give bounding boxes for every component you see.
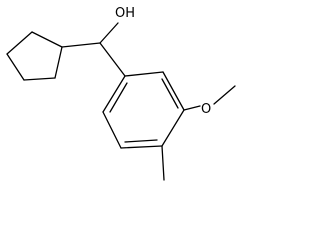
- ring-bond: [102, 111, 122, 149]
- bond-cyclopentyl-to-carbinol: [61, 42, 101, 48]
- bond-carbinol-to-ring: [99, 42, 126, 77]
- ring-bond: [54, 46, 63, 79]
- ring-bond: [6, 53, 25, 81]
- cyclopentyl-ring: [6, 31, 63, 81]
- ring-bond: [120, 145, 163, 149]
- double-bond-inner: [109, 82, 128, 113]
- bond-ring-to-methyl: [161, 145, 165, 181]
- ring-bond: [102, 75, 126, 113]
- bond-methoxy-oxygen-to-methyl: [213, 85, 236, 105]
- bond-ring-to-methoxy-oxygen: [183, 105, 201, 111]
- ring-bond: [162, 71, 185, 111]
- ring-bond: [161, 109, 185, 147]
- methoxy-oxygen-label: O: [201, 102, 211, 117]
- chemical-structure-diagram: OH O: [6, 6, 236, 181]
- ring-bond: [23, 77, 56, 81]
- bond-carbinol-to-oh: [99, 22, 119, 44]
- benzene-ring: [102, 71, 185, 149]
- ring-bond: [6, 31, 33, 55]
- ring-bond: [31, 31, 63, 48]
- double-bond-inner: [161, 78, 179, 109]
- ring-bond: [124, 71, 164, 77]
- double-bond-inner: [124, 139, 158, 143]
- hydroxyl-label: OH: [115, 6, 135, 21]
